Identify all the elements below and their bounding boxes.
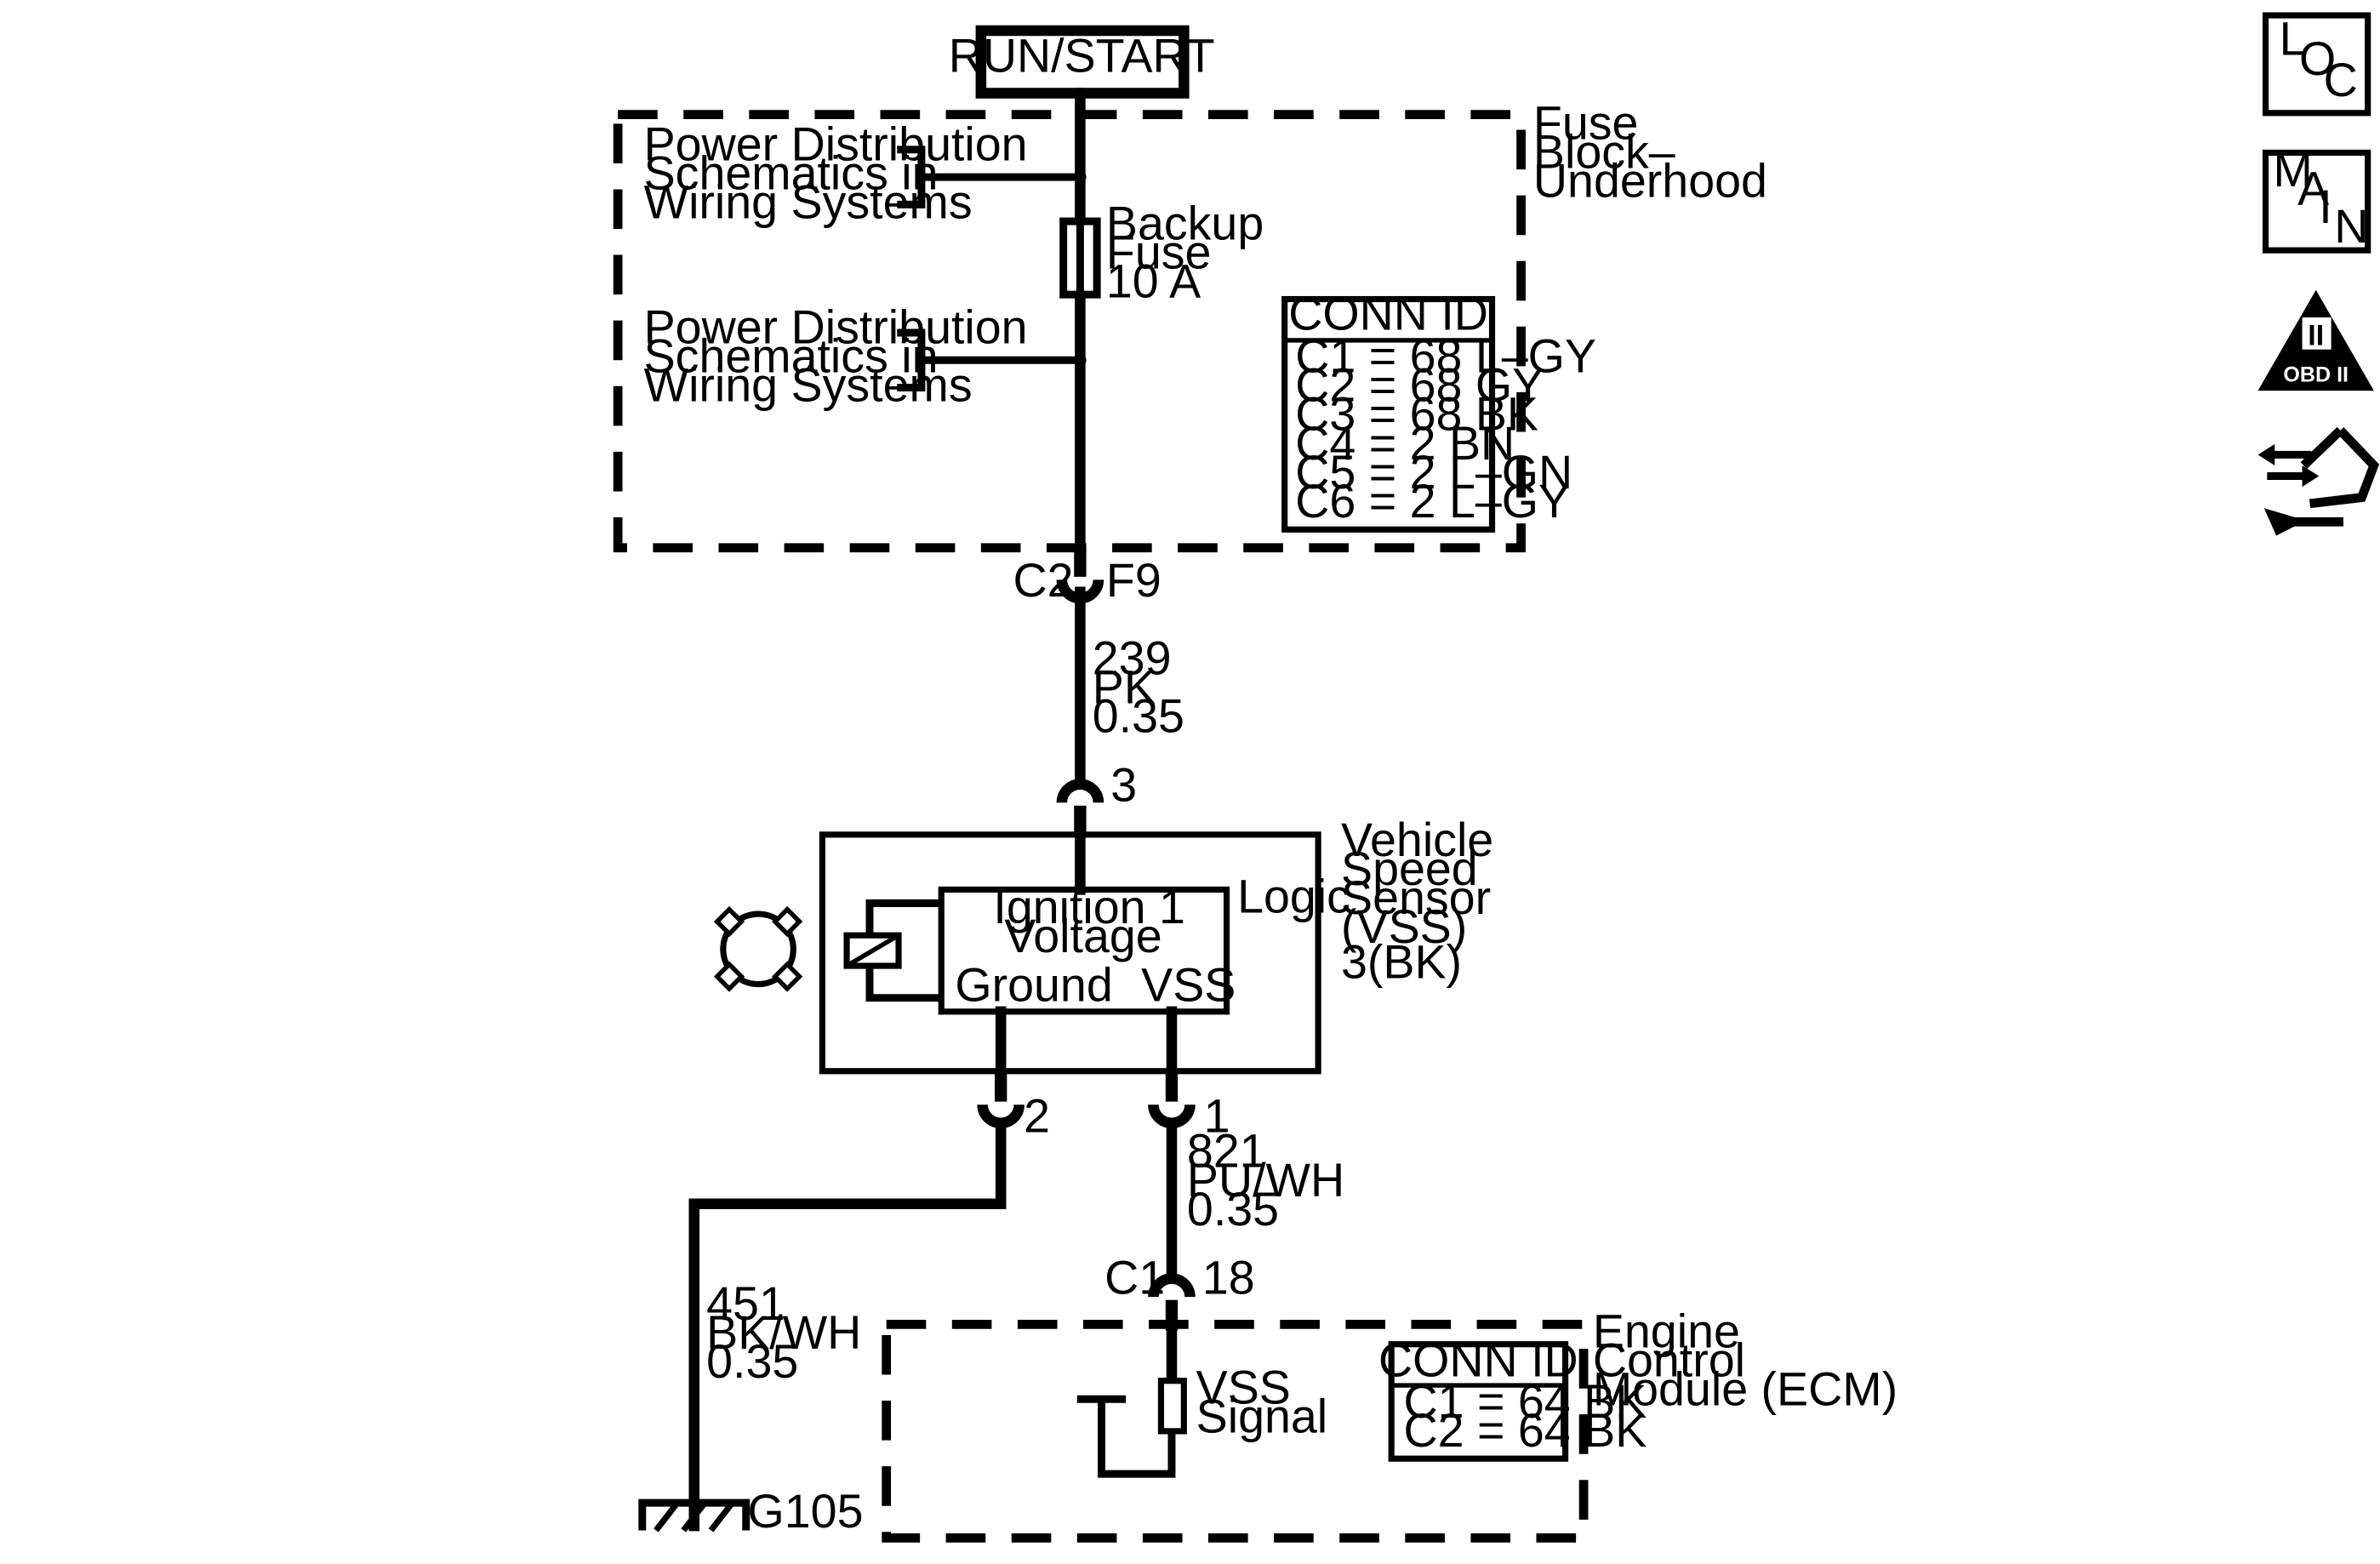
svg-text:A: A (2297, 162, 2329, 214)
connector-c1-18: C1 18 (1104, 1252, 1255, 1331)
connector-tool-button[interactable] (2257, 426, 2380, 536)
svg-text:18: 18 (1202, 1252, 1255, 1304)
svg-text:Power Distribution: Power Distribution (644, 301, 1028, 354)
svg-text:II: II (2308, 319, 2324, 351)
svg-text:239: 239 (1093, 632, 1172, 685)
svg-text:M: M (2273, 144, 2312, 197)
pickup-coil-symbol (843, 899, 942, 1002)
svg-text:Fuse: Fuse (1533, 96, 1639, 149)
svg-text:Voltage: Voltage (1004, 910, 1161, 962)
svg-text:O: O (2299, 32, 2336, 85)
svg-text:Sensor: Sensor (1341, 871, 1491, 924)
svg-text:C2: C2 (1013, 554, 1074, 607)
vss-sensor-name: Vehicle Speed Sensor (VSS) 3(BK) (1341, 813, 1493, 988)
svg-text:C1 = 68 L–GY: C1 = 68 L–GY (1295, 330, 1596, 383)
wire-821-label: 821 PU/WH 0.35 (1187, 1125, 1344, 1236)
splice-dot (1074, 170, 1087, 184)
fuse-block-conn-id-table: CONN ID C1 = 68 L–GY C2 = 68 GY C3 = 68 … (1281, 287, 1596, 533)
svg-text:OBD II: OBD II (2283, 362, 2349, 386)
backup-fuse-symbol (1059, 217, 1101, 299)
svg-text:I: I (2319, 180, 2331, 233)
svg-text:0.35: 0.35 (706, 1335, 798, 1388)
svg-text:C5 = 2 L–GN: C5 = 2 L–GN (1295, 446, 1572, 499)
svg-text:Fuse: Fuse (1106, 226, 1212, 279)
connector-tool-icon (2257, 426, 2380, 536)
svg-text:3(BK): 3(BK) (1341, 935, 1462, 988)
power-distribution-ref-2: Power Distribution Schematics in Wiring … (644, 301, 1087, 412)
svg-text:CONN ID: CONN ID (1288, 287, 1488, 340)
svg-text:N: N (2334, 200, 2368, 253)
svg-text:C3 = 68 BK: C3 = 68 BK (1295, 388, 1538, 441)
svg-text:10 A: 10 A (1106, 255, 1201, 308)
vss-sensor-box (819, 831, 1321, 1075)
svg-text:451: 451 (706, 1277, 785, 1330)
connector-vss-pin-3: 3 (1056, 758, 1137, 836)
connector-vss-pin-1: 1 (1148, 1070, 1230, 1142)
svg-text:0.35: 0.35 (1187, 1183, 1279, 1236)
ecm-internal-ground (1076, 1395, 1176, 1478)
wire-451 (688, 1121, 1007, 1532)
svg-text:Logic: Logic (1237, 870, 1350, 922)
svg-text:1: 1 (1204, 1089, 1230, 1142)
svg-text:CONN ID: CONN ID (1378, 1333, 1578, 1386)
svg-text:PU/WH: PU/WH (1187, 1154, 1344, 1207)
main-button[interactable]: M A I N (2262, 144, 2371, 254)
svg-text:C6 = 2 L–GY: C6 = 2 L–GY (1295, 475, 1570, 528)
wire-239-label: 239 PK 0.35 (1093, 632, 1184, 743)
wire-451-label: 451 BK/WH 0.35 (706, 1277, 861, 1388)
svg-text:C1 = 64 BK: C1 = 64 BK (1404, 1375, 1647, 1428)
svg-text:Control: Control (1593, 1333, 1745, 1386)
vss-signal-label: VSS Signal (1196, 1361, 1328, 1443)
svg-text:BK/WH: BK/WH (706, 1306, 861, 1359)
svg-text:C4 = 2 BN: C4 = 2 BN (1295, 417, 1515, 470)
ecm-name: Engine Control Module (ECM) (1593, 1304, 1898, 1415)
svg-text:Schematics in: Schematics in (644, 146, 939, 199)
ground-label: G105 (748, 1485, 864, 1538)
svg-text:Power Distribution: Power Distribution (644, 117, 1028, 170)
svg-text:(VSS): (VSS) (1341, 900, 1467, 953)
svg-text:L: L (2280, 13, 2306, 66)
svg-text:3: 3 (1110, 758, 1137, 811)
svg-text:PK: PK (1093, 661, 1156, 714)
svg-text:C2 = 64 BK: C2 = 64 BK (1404, 1404, 1647, 1457)
svg-text:2: 2 (1024, 1089, 1050, 1142)
fuse-block-name: Fuse Block– Underhood (1533, 96, 1767, 207)
ecm-conn-id-table: CONN ID C1 = 64 BK C2 = 64 BK (1378, 1333, 1647, 1462)
vss-logic-block: Logic Ignition 1 Voltage Ground VSS (938, 870, 1350, 1015)
svg-text:Underhood: Underhood (1533, 154, 1767, 207)
ground-g105-symbol: G105 (638, 1485, 864, 1538)
svg-text:Signal: Signal (1196, 1390, 1328, 1443)
svg-text:C1: C1 (1104, 1252, 1165, 1304)
svg-text:Schematics in: Schematics in (644, 330, 939, 383)
svg-text:Block–: Block– (1533, 125, 1675, 178)
svg-text:C2 = 68 GY: C2 = 68 GY (1295, 359, 1544, 412)
svg-text:Vehicle: Vehicle (1341, 813, 1493, 866)
splice-dot (1074, 354, 1087, 367)
connector-c2-f9: C2 F9 (1013, 549, 1161, 607)
connector-vss-pin-2: 2 (977, 1070, 1050, 1142)
svg-text:Backup: Backup (1106, 197, 1264, 250)
svg-text:VSS: VSS (1196, 1361, 1291, 1414)
backup-fuse-label: Backup Fuse 10 A (1106, 197, 1264, 308)
svg-text:Ignition 1: Ignition 1 (993, 881, 1185, 933)
svg-text:VSS: VSS (1141, 958, 1236, 1011)
fuse-block-outline (613, 110, 1526, 553)
ecm-outline (882, 1320, 1589, 1543)
svg-text:821: 821 (1187, 1125, 1266, 1178)
svg-text:0.35: 0.35 (1093, 690, 1184, 743)
run-start-label: RUN/START (949, 29, 1215, 82)
svg-text:F9: F9 (1106, 554, 1161, 607)
svg-text:Speed: Speed (1341, 842, 1478, 895)
vss-signal-resistor (1157, 1378, 1187, 1435)
power-distribution-ref-1: Power Distribution Schematics in Wiring … (644, 117, 1087, 229)
reluctor-wheel-icon (713, 905, 803, 992)
svg-text:C: C (2324, 54, 2358, 106)
svg-text:Module (ECM): Module (ECM) (1593, 1362, 1898, 1415)
svg-text:Ground: Ground (955, 958, 1112, 1011)
run-start-box: RUN/START (949, 25, 1215, 99)
obd-ii-button[interactable]: II OBD II (2257, 289, 2374, 391)
loc-button[interactable]: L O C (2262, 12, 2371, 117)
svg-text:Engine: Engine (1593, 1304, 1740, 1357)
